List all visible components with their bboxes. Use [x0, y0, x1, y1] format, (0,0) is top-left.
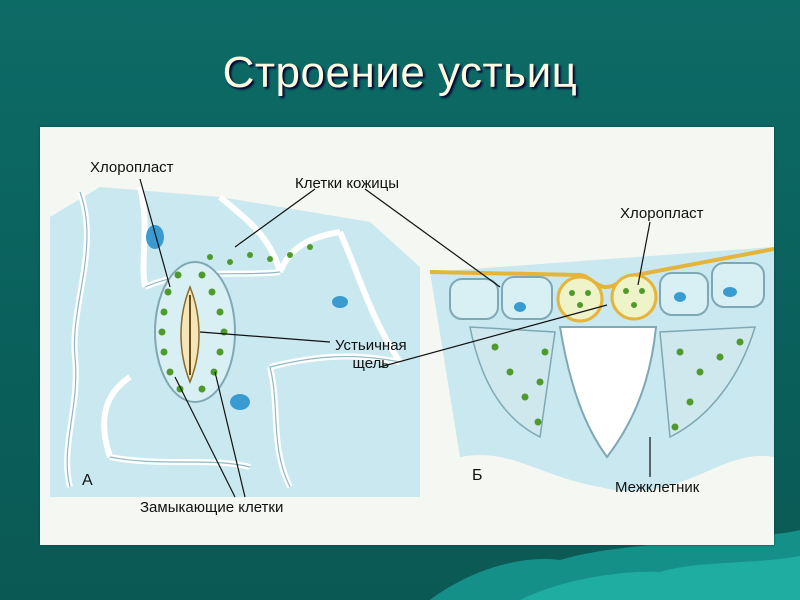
panel-a-epidermis [50, 186, 420, 497]
panel-a-letter: А [82, 472, 93, 489]
label-intercellular-space: Межклетник [615, 479, 700, 496]
label-stomatal-slit: Устьичная щель [335, 337, 407, 372]
leader-lines [139, 178, 651, 498]
label-guard-cells: Замыкающие клетки [140, 499, 284, 516]
label-epidermal-cells: Клетки кожицы [295, 175, 400, 192]
label-chloroplast-b: Хлоропласт [620, 205, 704, 222]
panel-b-cross-section [429, 247, 774, 492]
panel-b-letter: Б [472, 467, 483, 484]
stomata-figure: Хлоропласт Клетки кожицы Хлоропласт Усть… [40, 127, 774, 545]
label-chloroplast-a: Хлоропласт [90, 159, 174, 176]
slide-title: Строение устьиц [222, 48, 578, 97]
stomata-diagram [40, 127, 774, 545]
